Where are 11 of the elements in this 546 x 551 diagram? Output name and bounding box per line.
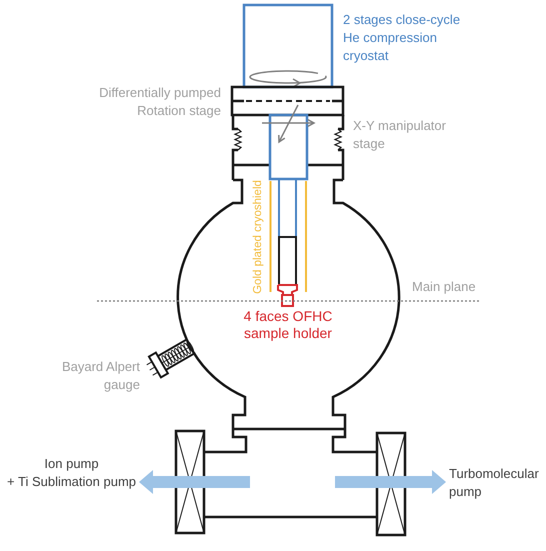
- part-label: Differentially pumped Rotation stage: [99, 84, 221, 120]
- pump-label: Turbomolecular pump: [449, 465, 539, 501]
- flow-arrow: [335, 470, 446, 494]
- part-label: X-Y manipulator stage: [353, 117, 446, 153]
- part-label: Gold plated cryoshield: [251, 180, 265, 294]
- flow-arrow: [139, 470, 250, 494]
- pump-label: Ion pump + Ti Sublimation pump: [7, 455, 136, 491]
- part-label: 4 faces OFHC sample holder: [244, 308, 332, 342]
- part-label: 2 stages close-cycle He compression cryostat: [343, 11, 460, 65]
- plane-label: Main plane: [412, 278, 476, 296]
- part-label: Bayard Alpert gauge: [62, 358, 140, 394]
